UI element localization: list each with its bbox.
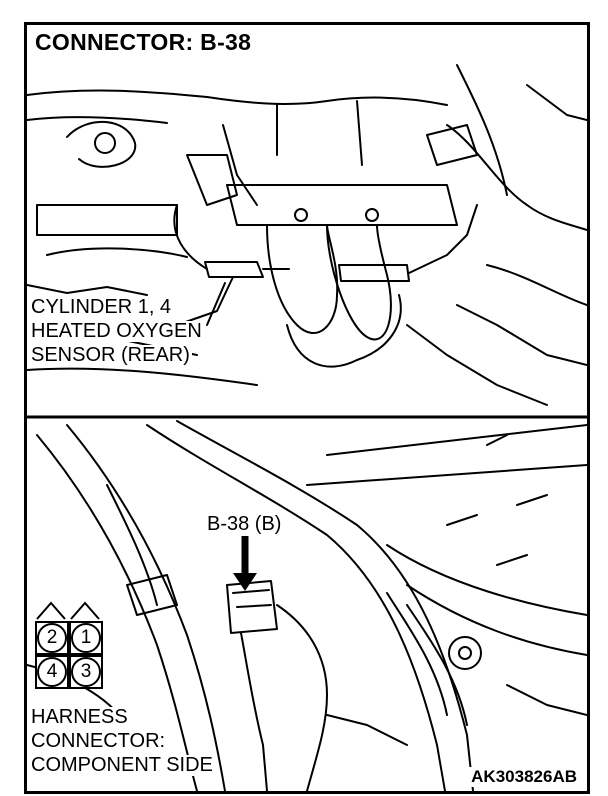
connector-arrow-head: [233, 573, 257, 591]
sensor-callout-line1: CYLINDER 1, 4: [29, 296, 174, 318]
connector-title: CONNECTOR: B-38: [35, 29, 252, 55]
pin-cell: 1: [69, 621, 103, 655]
pin-number: 4: [37, 657, 67, 687]
illustration: [27, 64, 587, 791]
harness-illustration: [27, 420, 587, 791]
sensor-callout-line3: SENSOR (REAR): [29, 344, 192, 366]
pin-number: 1: [71, 623, 101, 653]
pin-number: 2: [37, 623, 67, 653]
pin-number: 3: [71, 657, 101, 687]
pin-cell: 2: [35, 621, 69, 655]
sensor-callout-line2: HEATED OXYGEN: [29, 320, 204, 342]
connector-pin-layout: 2 1 4 3: [35, 599, 113, 695]
sensor-leader-line: [176, 276, 234, 326]
exhaust-illustration: [27, 64, 587, 406]
diagram-frame: CONNECTOR: B-38 CYLINDER 1, 4 HEATED OXY…: [24, 22, 590, 794]
reference-code: AK303826AB: [469, 767, 579, 787]
harness-label-line3: COMPONENT SIDE: [29, 754, 215, 776]
connector-callout: B-38 (B): [205, 513, 284, 536]
harness-label-line2: CONNECTOR:: [29, 730, 168, 752]
connector-lock-tab-icon: [36, 601, 100, 620]
pin-cell: 3: [69, 655, 103, 689]
harness-label-line1: HARNESS: [29, 706, 130, 728]
pin-cell: 4: [35, 655, 69, 689]
